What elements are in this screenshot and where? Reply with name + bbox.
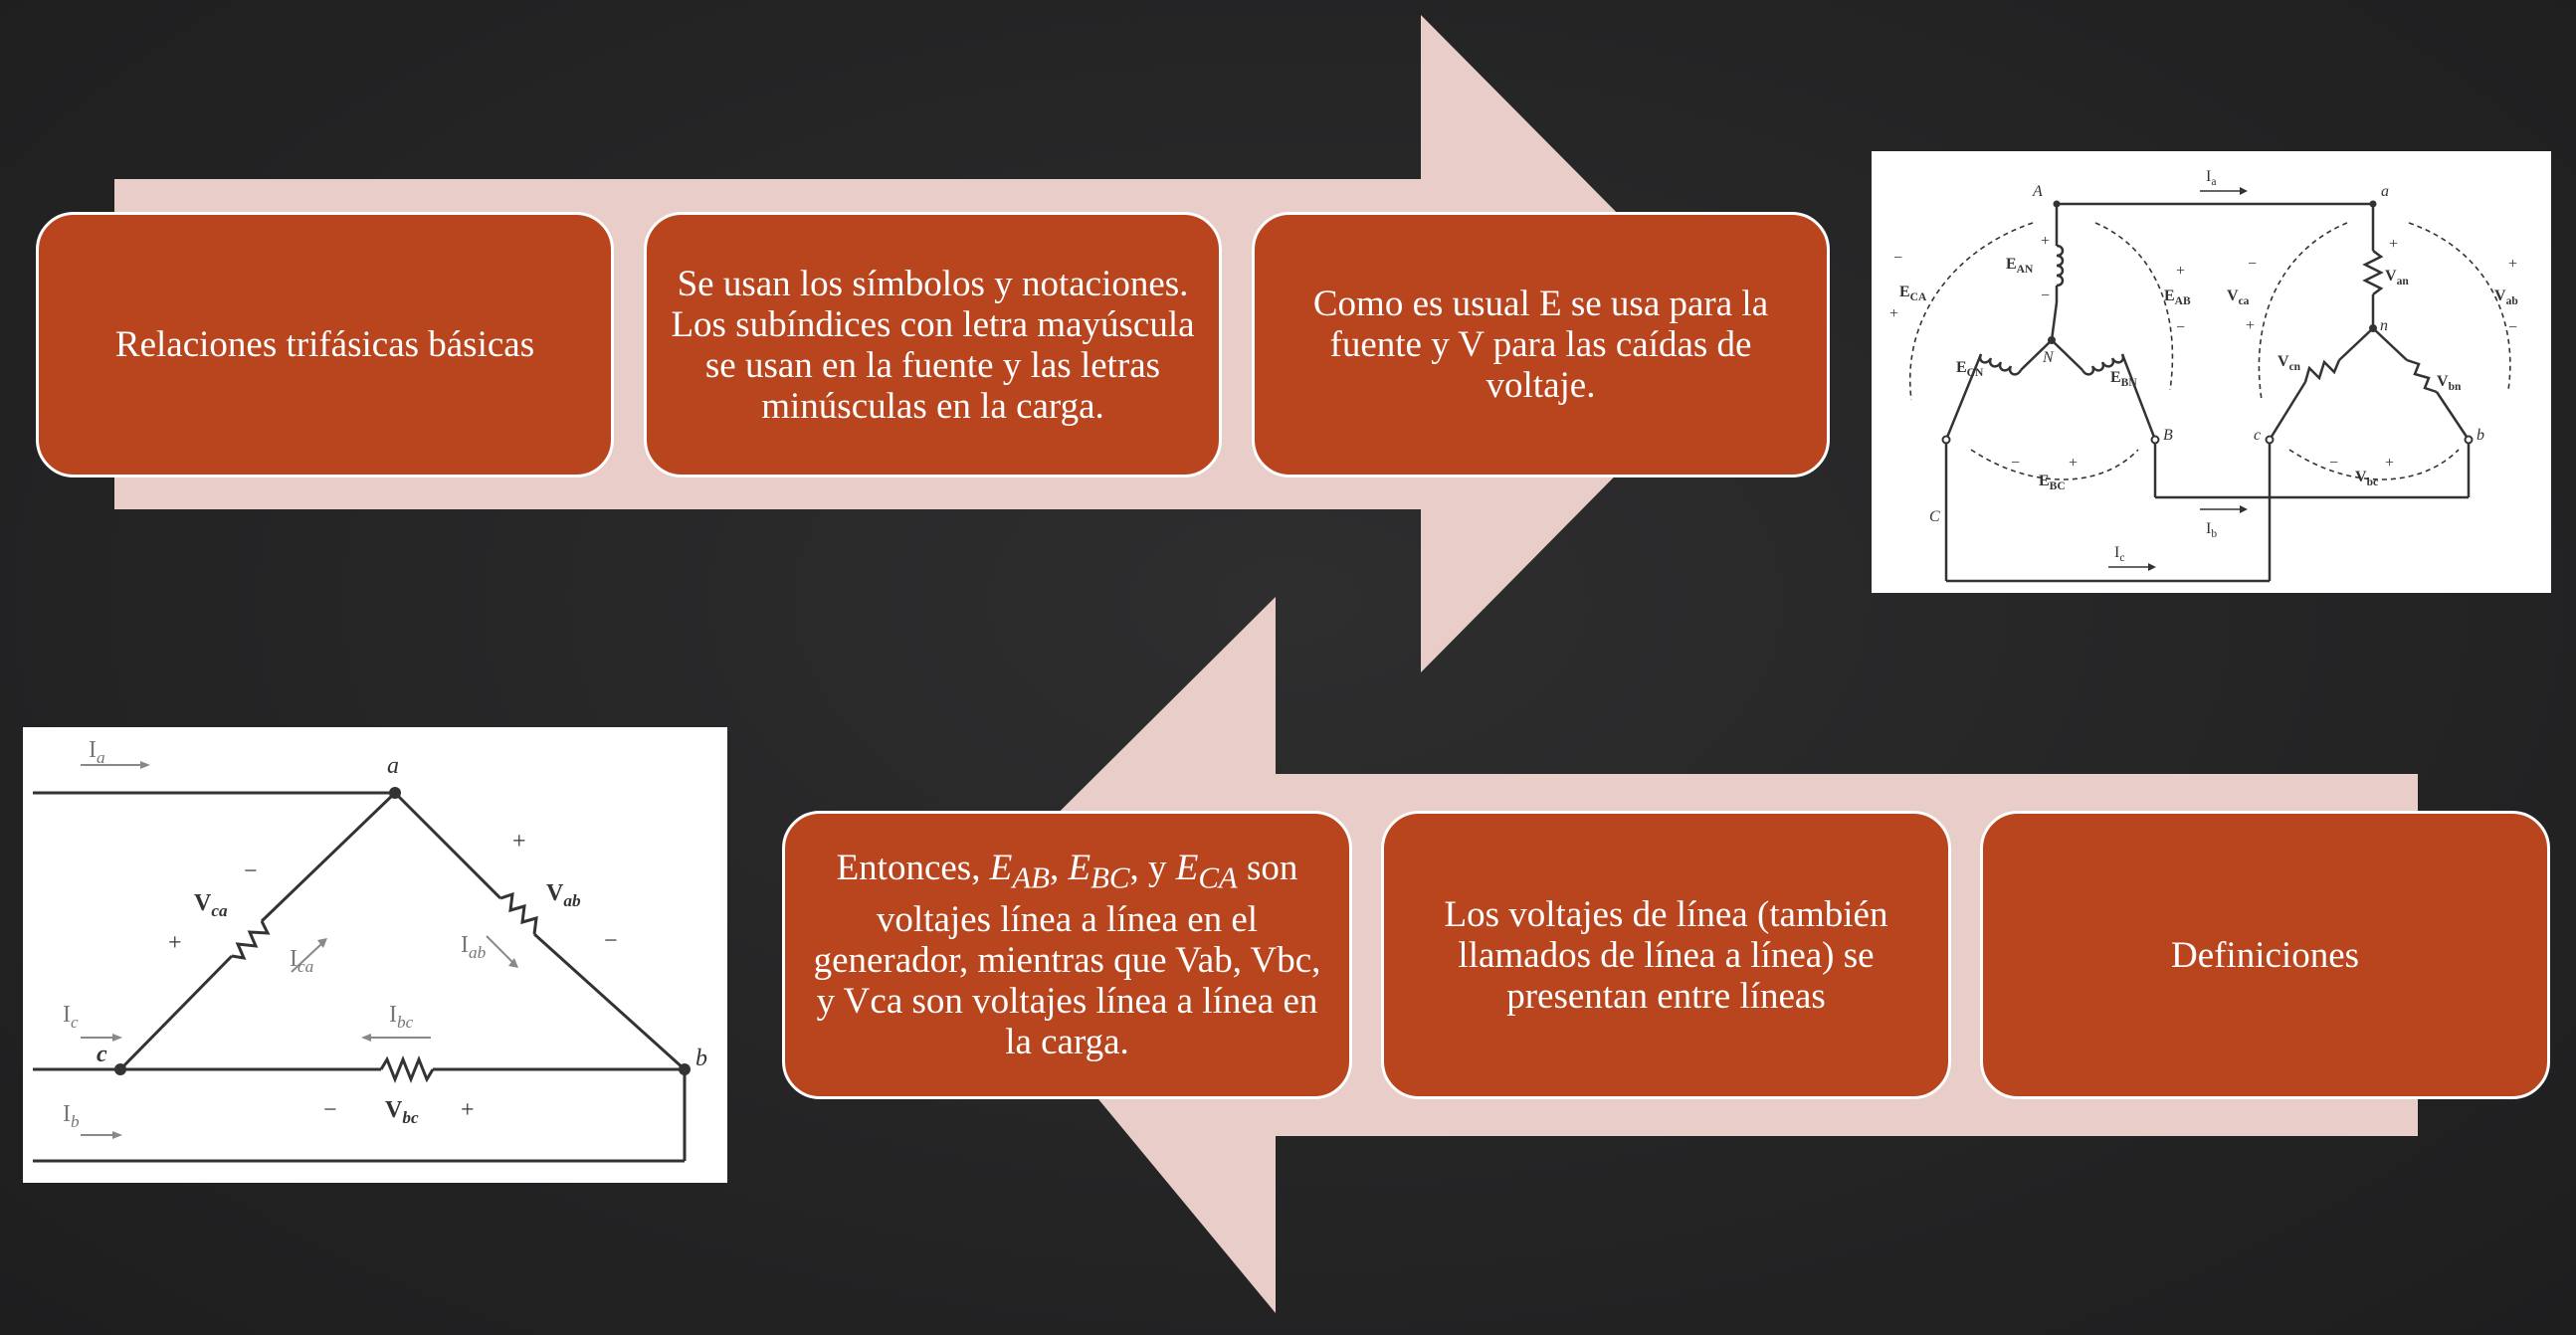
step-text: Entonces, EAB, EBC, y ECA son voltajes l… xyxy=(807,848,1327,1061)
symbol-e-bc: EBC xyxy=(1068,848,1129,894)
step-text: Como es usual E se usa para la fuente y … xyxy=(1312,284,1769,406)
label-e-ab: EAB xyxy=(2164,287,2191,307)
label-i-ca: Ica xyxy=(290,946,313,976)
polarity-minus: − xyxy=(604,928,618,954)
label-e-an: EAN xyxy=(2006,256,2034,276)
step-text: Se usan los símbolos y notaciones. Los s… xyxy=(671,263,1195,427)
polarity-minus: − xyxy=(2248,256,2257,273)
step-box-entonces: Entonces, EAB, EBC, y ECA son voltajes l… xyxy=(782,811,1352,1099)
node-label: c xyxy=(2254,427,2261,444)
label-v-ca: Vca xyxy=(2227,287,2250,307)
delta-circuit-figure: a c b Ia Ic Ib Ibc Ica Iab Vca Vab Vbc −… xyxy=(23,727,727,1183)
node-label: b xyxy=(695,1046,707,1071)
polarity-minus: − xyxy=(2329,455,2338,472)
label-v-ab: Vab xyxy=(2494,287,2518,307)
symbol-subscript: AB xyxy=(1012,860,1050,895)
polarity-plus: + xyxy=(512,829,526,855)
polarity-minus: − xyxy=(2508,319,2517,336)
label-v-ab: Vab xyxy=(546,880,581,910)
step-text: Relaciones trifásicas básicas xyxy=(114,324,535,365)
label-i-c: Ic xyxy=(2114,544,2124,564)
text-suffix: son voltajes línea a línea en el generad… xyxy=(813,848,1321,1062)
label-i-b: Ib xyxy=(2206,520,2217,540)
symbol-e-ca: ECA xyxy=(1175,848,1238,894)
label-i-b: Ib xyxy=(63,1101,80,1131)
step-box-fuente: Como es usual E se usa para la fuente y … xyxy=(1252,212,1830,477)
step-box-simbolos: Se usan los símbolos y notaciones. Los s… xyxy=(644,212,1222,477)
symbol-subscript: CA xyxy=(1198,860,1238,895)
polarity-plus: + xyxy=(2069,455,2078,472)
step-box-definiciones: Definiciones xyxy=(1980,811,2550,1099)
step-text: Definiciones xyxy=(2170,934,2360,976)
step-text: Los voltajes de línea (también llamados … xyxy=(1444,893,1888,1017)
polarity-minus: − xyxy=(2041,287,2050,304)
node-label: C xyxy=(1929,508,1940,525)
text-separator: , y xyxy=(1129,848,1176,889)
label-v-bc: Vbc xyxy=(2355,469,2378,488)
label-e-ca: ECA xyxy=(1899,284,1927,303)
symbol-e-ab: EAB xyxy=(989,848,1050,894)
polarity-plus: + xyxy=(461,1097,475,1123)
node-label: a xyxy=(387,753,399,779)
label-i-a: Ia xyxy=(89,737,105,767)
node-label: B xyxy=(2163,427,2173,444)
label-v-ca: Vca xyxy=(194,890,228,920)
polarity-plus: + xyxy=(2385,455,2394,472)
polarity-minus: − xyxy=(1893,250,1902,267)
label-e-bn: EBN xyxy=(2110,369,2137,389)
node-label: A xyxy=(2032,183,2043,200)
symbol-letter: E xyxy=(989,848,1013,889)
label-i-a: Ia xyxy=(2206,168,2216,188)
wye-circuit-diagram: A a N n B b C c EAN EBN ECN EAB EBC ECA … xyxy=(1889,168,2518,583)
symbol-letter: E xyxy=(1068,848,1091,889)
polarity-plus: + xyxy=(2176,263,2185,280)
wye-circuit-figure: A a N n B b C c EAN EBN ECN EAB EBC ECA … xyxy=(1872,151,2551,593)
polarity-minus: − xyxy=(323,1097,337,1123)
polarity-plus: + xyxy=(168,930,182,956)
text-prefix: Entonces, xyxy=(836,848,990,889)
step-box-relaciones: Relaciones trifásicas básicas xyxy=(36,212,614,477)
symbol-letter: E xyxy=(1175,848,1199,889)
step-box-voltajes-linea: Los voltajes de línea (también llamados … xyxy=(1381,811,1951,1099)
label-v-cn: Vcn xyxy=(2278,353,2301,373)
polarity-plus: + xyxy=(2246,317,2255,334)
node-label: n xyxy=(2380,317,2388,334)
node-label: c xyxy=(97,1042,107,1067)
polarity-minus: − xyxy=(244,858,258,884)
polarity-minus: − xyxy=(2176,319,2185,336)
label-v-an: Van xyxy=(2385,268,2409,287)
node-label: b xyxy=(2477,427,2484,444)
label-v-bn: Vbn xyxy=(2437,373,2462,393)
label-e-cn: ECN xyxy=(1956,359,1984,379)
node-label: a xyxy=(2381,183,2389,200)
polarity-plus: + xyxy=(2508,256,2517,273)
text-separator: , xyxy=(1049,848,1069,889)
label-i-ab: Iab xyxy=(461,932,487,962)
polarity-plus: + xyxy=(2389,236,2398,253)
label-i-bc: Ibc xyxy=(389,1002,414,1032)
polarity-plus: + xyxy=(1889,305,1898,322)
node-label: N xyxy=(2042,349,2055,366)
label-i-c: Ic xyxy=(63,1002,79,1032)
symbol-subscript: BC xyxy=(1090,860,1130,895)
label-v-bc: Vbc xyxy=(385,1097,419,1127)
polarity-minus: − xyxy=(2011,455,2020,472)
polarity-plus: + xyxy=(2041,233,2050,250)
label-e-bc: EBC xyxy=(2039,473,2066,492)
delta-circuit-diagram: a c b Ia Ic Ib Ibc Ica Iab Vca Vab Vbc −… xyxy=(33,737,707,1163)
